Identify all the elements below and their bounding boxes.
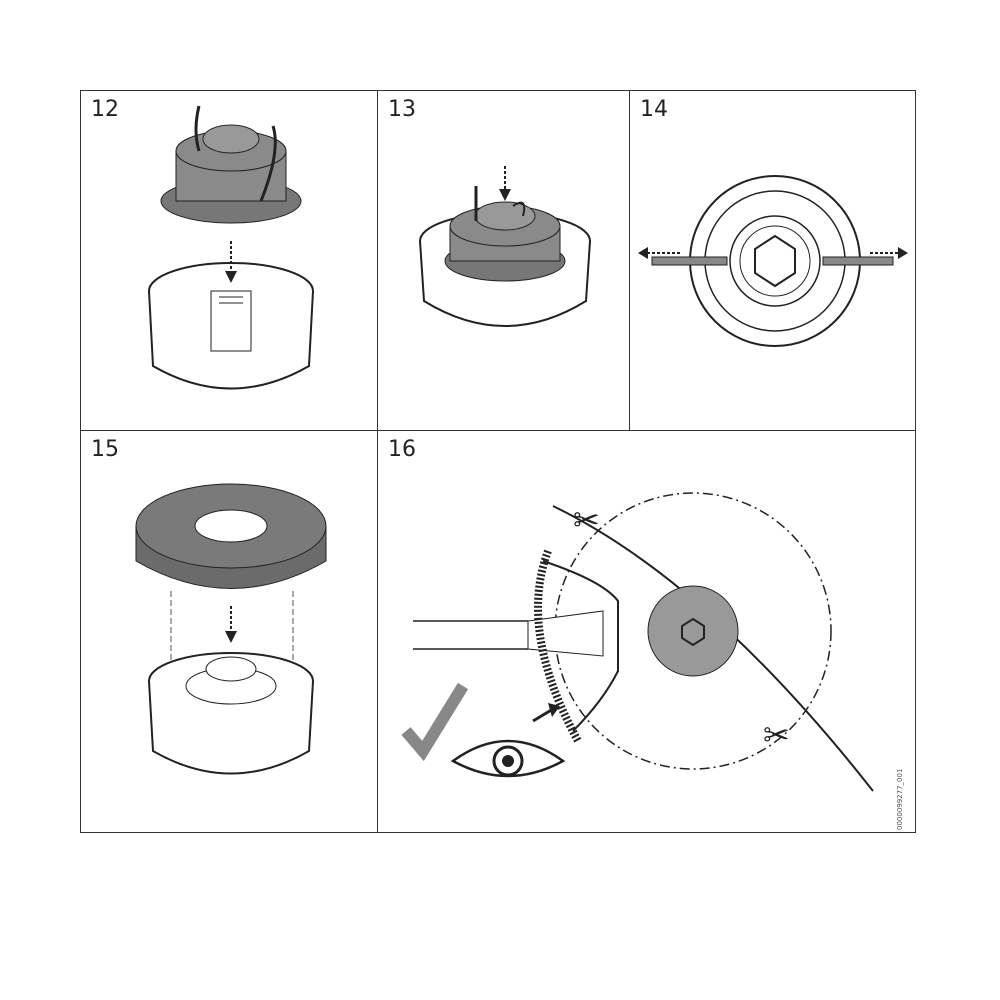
panel-step-16: 16 ✂ ✂ — [377, 430, 916, 833]
line-trim-check-illustration: ✂ ✂ — [401, 492, 874, 792]
checkmark-icon — [401, 682, 469, 762]
scissors-icon: ✂ — [763, 716, 790, 754]
panel-step-13: 13 — [377, 90, 630, 431]
spool-insert-illustration — [148, 105, 314, 390]
step-number: 12 — [91, 97, 119, 122]
scissors-icon: ✂ — [573, 501, 600, 539]
step-number: 13 — [388, 97, 416, 122]
step-number: 14 — [640, 97, 668, 122]
reference-code: 0000099277_001 — [896, 768, 904, 830]
panel-step-14: 14 — [629, 90, 916, 431]
step-number: 15 — [91, 437, 119, 462]
line-threading-illustration — [638, 175, 908, 347]
panel-step-15: 15 — [80, 430, 378, 833]
panel-step-12: 12 — [80, 90, 378, 431]
cover-attach-illustration — [135, 483, 327, 775]
eye-icon — [450, 739, 566, 778]
step-number: 16 — [388, 437, 416, 462]
spool-rotate-illustration — [419, 166, 591, 327]
